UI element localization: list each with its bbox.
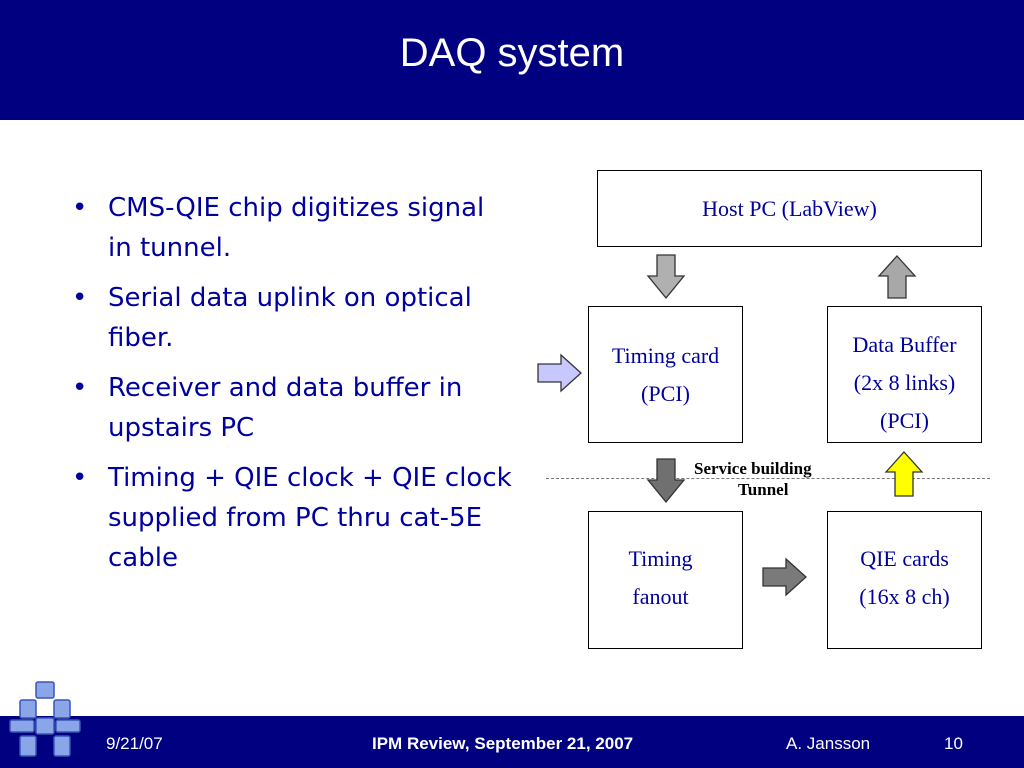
data-buffer-links: (2x 8 links) [853,370,956,395]
timing-card-label: Timing card [611,343,720,368]
footer-author: A. Jansson [786,734,871,753]
bullet-list: • CMS-QIE chip digitizes signal in tunnel… [62,188,512,588]
down-arrow-icon [646,458,686,504]
bullet-symbol: • [72,193,88,223]
bullet-symbol: • [72,463,88,493]
up-arrow-icon [877,255,917,299]
bullet-symbol: • [72,283,88,313]
data-buffer-box: Data Buffer (2x 8 links) (PCI) [827,306,982,443]
right-arrow-icon [762,557,807,597]
right-arrow-icon [537,353,582,393]
slide-title: DAQ system [399,30,625,75]
qie-cards-sublabel: (16x 8 ch) [859,584,950,609]
qie-cards-box: QIE cards (16x 8 ch) [827,511,982,649]
footer-date: 9/21/07 [106,734,163,753]
host-pc-label: Host PC (LabView) [702,196,877,221]
bullet-symbol: • [72,373,88,403]
service-tunnel-divider [546,478,990,479]
timing-fanout-box: Timing fanout [588,511,743,649]
qie-cards-label: QIE cards [860,546,949,571]
bullet-text: CMS-QIE chip digitizes signal in tunnel. [108,193,485,263]
timing-fanout-label: Timing [628,546,693,571]
tunnel-label: Tunnel [738,480,789,499]
bullet-text: Serial data uplink on optical fiber. [108,283,472,353]
timing-card-box: Timing card (PCI) [588,306,743,443]
service-building-label: Service building [694,459,812,478]
up-arrow-icon [884,451,924,497]
data-buffer-label: Data Buffer [852,332,957,357]
down-arrow-icon [646,254,686,300]
title-bar: DAQ system [0,0,1024,120]
bullet-item: • Receiver and data buffer in upstairs PC [62,368,512,448]
footer-event: IPM Review, September 21, 2007 [372,734,634,753]
timing-card-sublabel: (PCI) [641,381,690,406]
host-pc-box: Host PC (LabView) [597,170,982,247]
bullet-item: • Serial data uplink on optical fiber. [62,278,512,358]
footer-page-number: 10 [944,734,963,753]
bullet-item: • CMS-QIE chip digitizes signal in tunnel… [62,188,512,268]
bullet-text: Timing + QIE clock + QIE clock supplied … [108,463,512,573]
lab-logo-icon [9,681,81,757]
data-buffer-pci: (PCI) [880,408,929,433]
timing-fanout-sublabel: fanout [632,584,689,609]
bullet-text: Receiver and data buffer in upstairs PC [108,373,463,443]
footer-bar: 9/21/07 IPM Review, September 21, 2007 A… [0,716,1024,768]
bullet-item: • Timing + QIE clock + QIE clock supplied… [62,458,512,578]
